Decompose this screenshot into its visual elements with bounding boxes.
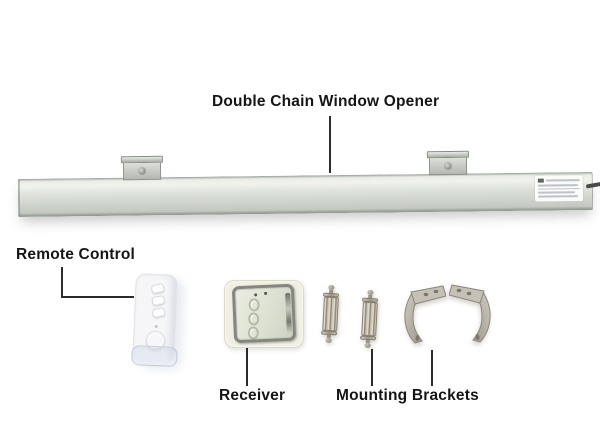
receiver-panel bbox=[231, 283, 297, 344]
remote-wall-holder bbox=[130, 345, 178, 368]
product-label-sticker bbox=[534, 175, 584, 202]
pin-bottom-ball bbox=[325, 337, 332, 344]
remote-stop-button bbox=[151, 294, 166, 307]
sticker-text-line bbox=[537, 184, 578, 187]
receiver-button bbox=[247, 312, 260, 326]
pin-body bbox=[321, 296, 339, 332]
receiver-button bbox=[247, 326, 260, 340]
receiver-label: Receiver bbox=[219, 387, 286, 404]
brackets-leader-line bbox=[431, 350, 433, 386]
screw-icon bbox=[138, 167, 146, 175]
receiver-leader-line bbox=[246, 348, 248, 386]
remote-leader-line-horizontal bbox=[61, 296, 134, 298]
remote-led-dot bbox=[154, 324, 158, 329]
bracket-shape bbox=[448, 284, 491, 343]
sticker-logo-mark bbox=[537, 178, 544, 183]
clip-face bbox=[428, 157, 468, 176]
pins-leader-line bbox=[371, 349, 373, 386]
chain-pin-1 bbox=[318, 284, 341, 346]
remote-leader-line-vertical bbox=[61, 267, 63, 298]
remote-down-button bbox=[151, 306, 167, 319]
sticker-text-line bbox=[538, 195, 579, 198]
chain-pin-2 bbox=[357, 289, 380, 351]
receiver-box bbox=[224, 280, 304, 348]
receiver-led-dot bbox=[254, 293, 258, 297]
window-opener-bar bbox=[17, 171, 594, 217]
screw-icon bbox=[444, 162, 452, 170]
clip-face bbox=[122, 162, 162, 181]
mounting-bracket-right bbox=[448, 283, 493, 350]
bracket-shape bbox=[404, 285, 447, 344]
sticker-text-line bbox=[537, 191, 575, 194]
pin-body bbox=[360, 301, 378, 337]
receiver-led-dot bbox=[264, 291, 268, 295]
sticker-text-line bbox=[537, 187, 580, 191]
mounting-clip-right bbox=[426, 150, 469, 176]
remote-up-button bbox=[150, 282, 166, 295]
sticker-text-line bbox=[545, 179, 580, 182]
sticker-logo-row bbox=[537, 178, 580, 183]
remote-control bbox=[130, 273, 178, 368]
mounting-clip-left bbox=[120, 155, 163, 181]
mounting-brackets-label: Mounting Brackets bbox=[336, 387, 479, 404]
receiver-button bbox=[248, 298, 260, 312]
pin-bottom-ball bbox=[364, 342, 371, 349]
title-leader-line bbox=[329, 116, 331, 173]
title-label: Double Chain Window Opener bbox=[212, 93, 440, 110]
panel-reflection bbox=[285, 292, 292, 334]
mounting-bracket-left bbox=[402, 284, 447, 351]
remote-control-label: Remote Control bbox=[16, 246, 136, 263]
